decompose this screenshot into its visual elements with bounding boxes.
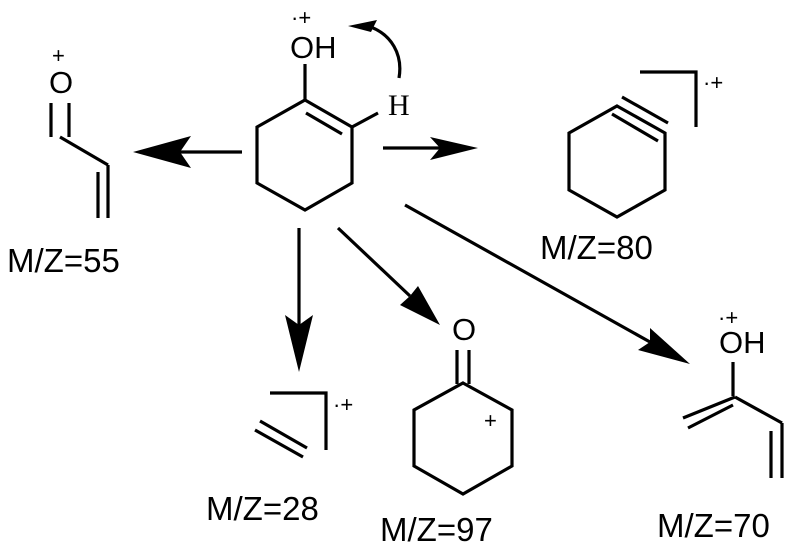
mz-label-28: M/Z=28 (206, 490, 319, 527)
arrowhead-28 (285, 315, 313, 372)
parent-molecule: OH ·+ H (255, 5, 410, 212)
arrow-to-97 (336, 226, 412, 298)
reaction-arrows (133, 136, 690, 372)
fragment-97-charge: + (484, 408, 497, 433)
arrow-to-70 (404, 203, 651, 344)
fragment-55: O + M/Z=55 (7, 43, 120, 279)
arrowhead-97 (400, 286, 440, 325)
fragment-70-oh-label: OH (719, 325, 766, 360)
fragment-55-o-label: O (49, 65, 73, 100)
curved-arrow (367, 24, 402, 79)
mz-label-80: M/Z=80 (540, 229, 653, 266)
mz-label-97: M/Z=97 (380, 511, 493, 548)
fragment-28-bracket (270, 391, 328, 450)
fragment-80-charge: ·+ (703, 70, 723, 95)
parent-h-label: H (388, 89, 410, 122)
fragment-55-charge: + (52, 43, 65, 68)
parent-ch-bond (351, 111, 379, 129)
fragment-97-o-label: O (452, 312, 476, 347)
fragment-70: OH ·+ M/Z=70 (657, 305, 784, 544)
curved-arrow-head (348, 20, 377, 32)
mz-label-55: M/Z=55 (7, 242, 120, 279)
fragment-70-charge: ·+ (718, 305, 738, 330)
fragment-97: O + M/Z=97 (380, 312, 514, 548)
arrowhead-80 (430, 137, 478, 160)
arrowhead-55 (133, 136, 191, 168)
parent-ring (255, 98, 354, 212)
arrowhead-70 (638, 328, 690, 364)
parent-oh-label: OH (290, 30, 337, 65)
parent-double-bond (305, 111, 343, 136)
fragment-28-charge: ·+ (333, 392, 353, 417)
parent-charge: ·+ (291, 5, 311, 30)
fragment-28: ·+ M/Z=28 (206, 391, 353, 527)
fragment-80-bracket (640, 70, 698, 127)
fragment-80: ·+ M/Z=80 (540, 70, 723, 266)
mz-label-70: M/Z=70 (657, 507, 770, 544)
